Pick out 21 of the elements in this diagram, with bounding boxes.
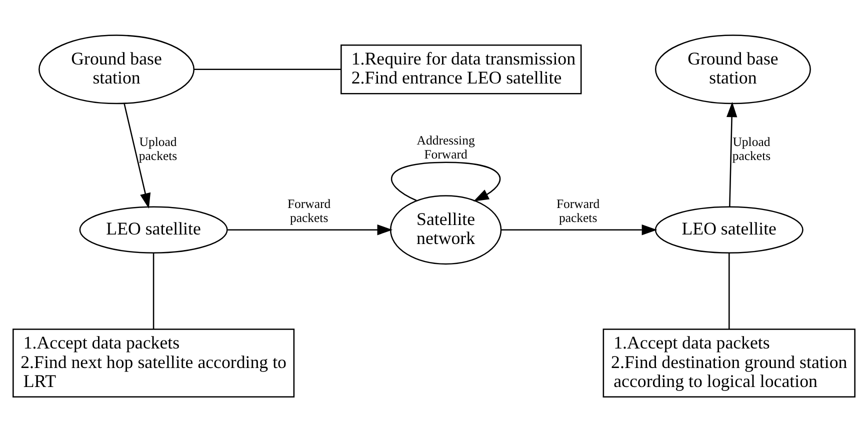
node-box: 1.Accept data packets 2.Find destination ground station according to logical location: [602, 328, 856, 398]
node-ellipse: Satellite network: [390, 194, 502, 264]
connector: [728, 252, 730, 329]
edge-label: Addressing Forward: [416, 133, 475, 162]
arrow: [726, 101, 738, 206]
node-box: 1.Require for data transmission 2.Find entrance LEO satellite: [340, 44, 582, 94]
node-box: 1.Accept data packets 2.Find next hop satellite according to LRT: [12, 328, 295, 398]
arrow: [228, 224, 393, 235]
arrow: [501, 224, 658, 235]
edge-label: Upload packets: [138, 134, 178, 162]
arrow: [391, 161, 501, 201]
edge-label: Forward packets: [287, 196, 331, 225]
edge-label: Forward packets: [556, 196, 600, 225]
node-ellipse: Ground base station: [38, 34, 195, 104]
node-ellipse: LEO satellite: [654, 206, 804, 253]
arrow: [124, 103, 151, 208]
connector: [194, 68, 341, 70]
edge-label: Upload packets: [732, 134, 771, 162]
node-ellipse: Ground base station: [654, 34, 811, 104]
connector: [152, 252, 154, 329]
node-ellipse: LEO satellite: [79, 206, 228, 253]
